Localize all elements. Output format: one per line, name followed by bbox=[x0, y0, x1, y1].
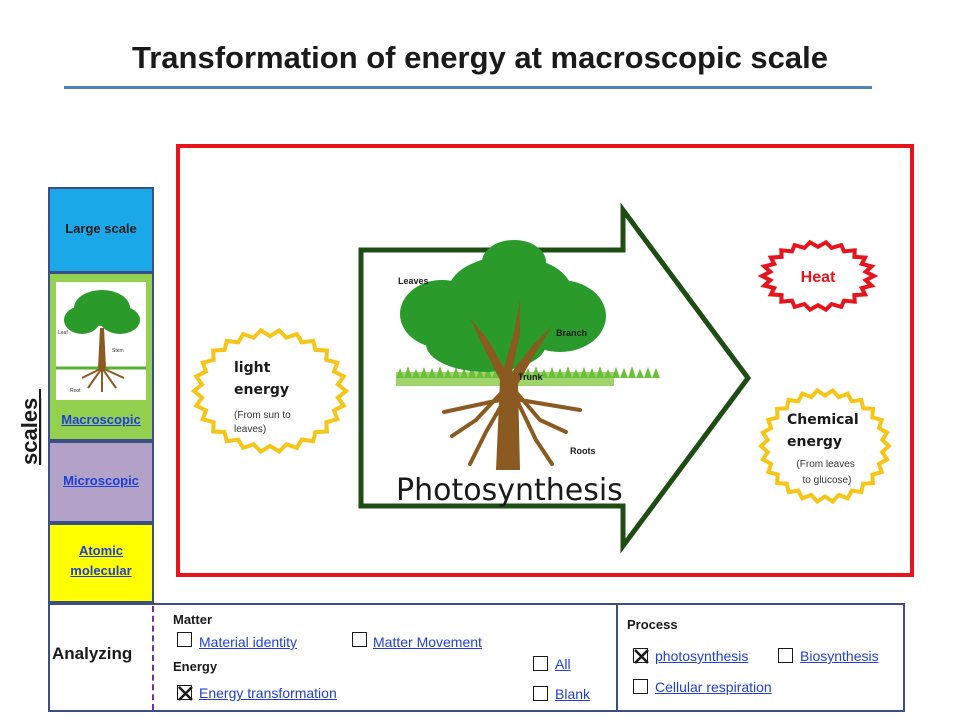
tree-trunk-label: Trunk bbox=[518, 372, 543, 382]
all-link[interactable]: All bbox=[555, 656, 571, 672]
energy-transformation-checkbox[interactable] bbox=[177, 685, 193, 701]
matter-heading: Matter bbox=[173, 612, 213, 627]
checked-x-icon bbox=[178, 686, 193, 701]
scale-microscopic[interactable]: Microscopic bbox=[48, 441, 154, 523]
light-energy-burst-icon: light energy (From sun to leaves) bbox=[190, 327, 350, 455]
tree-thumbnail-icon: Leaf Stem Root bbox=[56, 282, 146, 400]
light-energy-title: light energy bbox=[234, 360, 289, 398]
process-label: Photosynthesis bbox=[396, 473, 623, 508]
light-energy-detail: (From sun to leaves) bbox=[234, 410, 293, 435]
scale-atomic-molecular[interactable]: Atomic molecular bbox=[48, 523, 154, 603]
scale-macroscopic[interactable]: Leaf Stem Root Macroscopic bbox=[48, 272, 154, 441]
tree-leaves-label: Leaves bbox=[398, 276, 429, 286]
heat-label: Heat bbox=[801, 269, 836, 286]
material-identity-checkbox[interactable] bbox=[177, 632, 192, 647]
analyzing-dashed-divider bbox=[152, 606, 154, 710]
biosynthesis-checkbox[interactable] bbox=[778, 648, 793, 663]
chemical-energy-detail: (From leaves to glucose) bbox=[796, 459, 857, 486]
photosynthesis-link[interactable]: photosynthesis bbox=[655, 648, 749, 664]
scale-macroscopic-link[interactable]: Macroscopic bbox=[61, 412, 141, 427]
thumb-leaf-label: Leaf bbox=[58, 330, 68, 336]
analyzing-panel bbox=[48, 603, 905, 712]
scale-microscopic-link[interactable]: Microscopic bbox=[63, 473, 139, 488]
matter-movement-checkbox[interactable] bbox=[352, 632, 367, 647]
blank-checkbox[interactable] bbox=[533, 686, 548, 701]
tree-icon: Leaves Branch Trunk Roots bbox=[396, 240, 660, 470]
scale-atomic-molecular-link[interactable]: Atomic molecular bbox=[70, 543, 132, 578]
cellular-respiration-link[interactable]: Cellular respiration bbox=[655, 679, 772, 695]
checked-x-icon bbox=[634, 649, 649, 664]
title-underline bbox=[64, 86, 872, 89]
thumb-root-label: Root bbox=[70, 388, 81, 394]
matter-movement-link[interactable]: Matter Movement bbox=[373, 634, 482, 650]
tree-branch-label: Branch bbox=[556, 328, 587, 338]
all-checkbox[interactable] bbox=[533, 656, 548, 671]
heat-burst-icon: Heat bbox=[757, 239, 879, 313]
energy-heading: Energy bbox=[173, 659, 218, 674]
blank-link[interactable]: Blank bbox=[555, 686, 591, 702]
scales-axis-text: scales bbox=[17, 398, 42, 465]
analyzing-label: Analyzing bbox=[52, 644, 133, 663]
process-heading: Process bbox=[627, 617, 678, 632]
scale-large-label: Large scale bbox=[65, 221, 137, 236]
chemical-energy-burst-icon: Chemical energy (From leaves to glucose) bbox=[758, 387, 892, 505]
material-identity-link[interactable]: Material identity bbox=[199, 634, 298, 650]
biosynthesis-link[interactable]: Biosynthesis bbox=[800, 648, 879, 664]
cellular-respiration-checkbox[interactable] bbox=[633, 679, 648, 694]
photosynthesis-checkbox[interactable] bbox=[633, 648, 649, 664]
chemical-energy-title: Chemical energy bbox=[787, 412, 864, 450]
tree-roots-label: Roots bbox=[570, 446, 596, 456]
page-title: Transformation of energy at macroscopic … bbox=[131, 40, 829, 75]
thumb-stem-label: Stem bbox=[112, 348, 124, 354]
analyzing-divider bbox=[616, 603, 618, 712]
scales-axis-label: scales bbox=[17, 389, 42, 465]
energy-transformation-link[interactable]: Energy transformation bbox=[199, 685, 337, 701]
